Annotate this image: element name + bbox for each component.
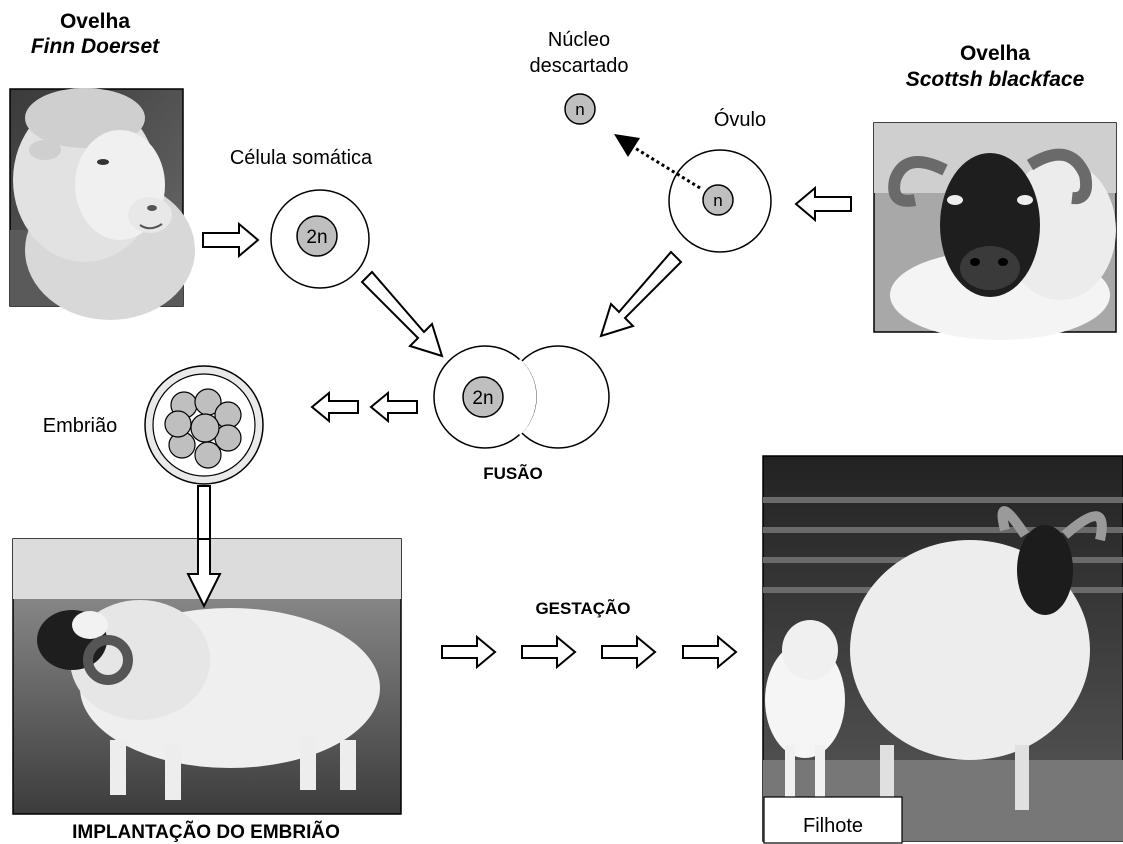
- arrow-fusion-to-embryo-1: [369, 390, 418, 424]
- donor-breed: Finn Doerset: [31, 35, 160, 58]
- gestation-arrow-2: [521, 634, 577, 670]
- arrow-donor-to-cell: [202, 221, 260, 259]
- scottish-blackface-sheep-photo: [873, 122, 1117, 340]
- implant-label: IMPLANTAÇÃO DO EMBRIÃO: [72, 821, 340, 843]
- fusion-label: FUSÃO: [483, 463, 543, 483]
- offspring-label-box: [763, 796, 903, 844]
- somatic-cell: [270, 189, 370, 289]
- gestation-arrow-3: [601, 634, 657, 670]
- arrow-eggdonor-to-ovum: [794, 185, 852, 223]
- somatic-nucleus-label: 2n: [306, 227, 327, 248]
- discarded-nucleus-label-2: descartado: [530, 55, 629, 77]
- fusion-nucleus-label: 2n: [472, 388, 493, 409]
- finn-dorset-sheep-photo: [9, 88, 195, 320]
- arrow-fusion-to-embryo-2: [310, 390, 359, 424]
- discarded-nucleus: [564, 93, 596, 125]
- ovum-label: Óvulo: [714, 108, 766, 131]
- discard-dotted-arrow: [614, 134, 701, 190]
- gestation-arrow-1: [441, 634, 497, 670]
- embryo: [144, 365, 264, 485]
- egg-donor-breed: Scottsh blackface: [906, 68, 1085, 91]
- arrow-embryo-to-implant-overlay: [186, 538, 222, 609]
- ovum-nucleus-label: n: [713, 191, 722, 210]
- somatic-cell-label: Célula somática: [230, 147, 373, 169]
- fusion-cells: [433, 345, 610, 449]
- discarded-nucleus-symbol: n: [575, 100, 584, 119]
- embryo-label: Embrião: [43, 415, 117, 437]
- gestation-label: GESTAÇÃO: [535, 598, 630, 618]
- discarded-nucleus-label-1: Núcleo: [548, 29, 610, 51]
- donor-title: Ovelha: [60, 10, 130, 33]
- arrow-ovum-to-fusion: [599, 250, 683, 338]
- offspring-photo: [762, 455, 1123, 842]
- fusion-nucleus: [462, 376, 504, 418]
- ovum-cell: [668, 149, 772, 253]
- egg-donor-title: Ovelha: [960, 42, 1030, 65]
- gestation-arrow-4: [682, 634, 738, 670]
- ovum-nucleus: [702, 184, 734, 216]
- somatic-nucleus: [296, 215, 338, 257]
- offspring-label: Filhote: [803, 815, 863, 837]
- arrow-cell-to-fusion: [360, 270, 444, 358]
